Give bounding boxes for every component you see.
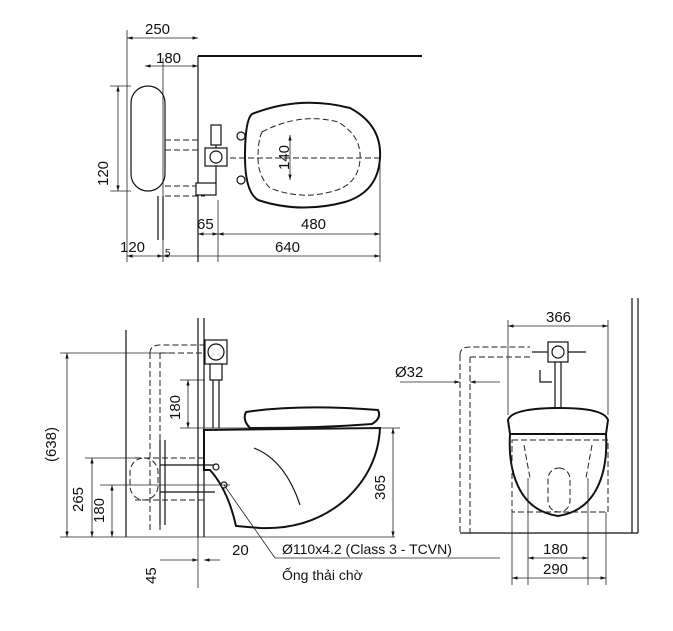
dim-365: 365 bbox=[372, 475, 389, 500]
dim-180-top: 180 bbox=[156, 50, 181, 67]
front-view: 366 Ø32 180 bbox=[395, 298, 639, 585]
dim-180-upper: 180 bbox=[167, 395, 184, 420]
top-view: 250 180 120 5 bbox=[95, 21, 422, 262]
dim-265: 265 bbox=[70, 487, 87, 512]
dim-366: 366 bbox=[546, 309, 571, 326]
dim-638: (638) bbox=[43, 427, 60, 462]
dim-640: 640 bbox=[275, 239, 300, 256]
dim-20: 20 bbox=[232, 542, 249, 559]
flush-valve-side bbox=[204, 339, 228, 428]
drain-label: Ống thải chờ bbox=[282, 566, 363, 583]
dim-5: 5 bbox=[165, 248, 171, 259]
dim-32: Ø32 bbox=[395, 364, 423, 381]
flush-valve-front bbox=[532, 341, 586, 408]
dim-180-front: 180 bbox=[543, 541, 568, 558]
dim-120-vertical: 120 bbox=[95, 161, 112, 186]
dim-120: 120 bbox=[120, 239, 145, 256]
dim-290: 290 bbox=[543, 561, 568, 578]
dim-180-lower: 180 bbox=[91, 498, 108, 523]
toilet-bowl-side bbox=[203, 406, 382, 530]
dim-65: 65 bbox=[197, 216, 214, 233]
dim-250: 250 bbox=[145, 21, 170, 38]
dim-45: 45 bbox=[143, 567, 160, 584]
dim-140: 140 bbox=[276, 145, 293, 170]
toilet-bowl-front bbox=[506, 406, 610, 518]
pipe-spec-note: Ø110x4.2 (Class 3 - TCVN) bbox=[282, 541, 452, 557]
bowl-top: 140 bbox=[230, 101, 382, 209]
side-view: (638) 180 265 180 365 45 20 Ø110x4.2 (Cl… bbox=[43, 318, 500, 588]
flush-valve-top bbox=[195, 124, 228, 196]
tank-outline bbox=[130, 85, 166, 192]
dim-480: 480 bbox=[301, 216, 326, 233]
